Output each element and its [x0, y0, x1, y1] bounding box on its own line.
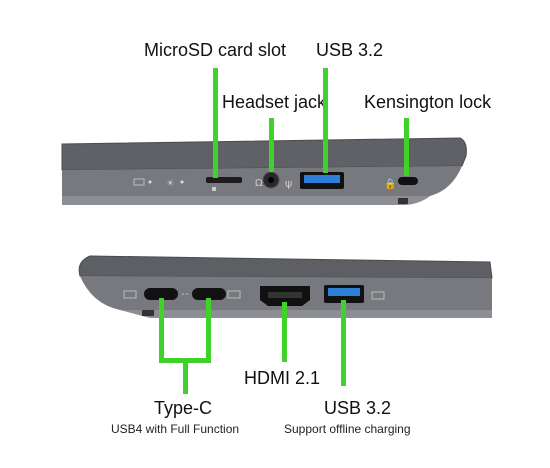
rubber-foot	[398, 198, 408, 204]
usb-top-label: USB 3.2	[316, 40, 384, 60]
headset-icon: Ω	[255, 178, 263, 189]
typec-port-1	[144, 288, 178, 300]
headset-callout-line	[269, 118, 274, 172]
led-dot	[148, 180, 152, 184]
typec-marking-icon	[123, 290, 137, 299]
microsd-marking-icon	[212, 187, 216, 191]
usb-dash-icon: ⁃⁃	[181, 290, 189, 299]
typec-callout-line-1	[159, 298, 164, 362]
typec-port-2	[192, 288, 226, 300]
rubber-foot	[142, 310, 154, 316]
lock-icon: 🔒	[384, 178, 396, 190]
usb-bottom-callout-line	[341, 300, 346, 386]
kensington-label: Kensington lock	[364, 92, 492, 112]
usb-bottom-sublabel: Support offline charging	[284, 422, 411, 436]
bottom-laptop-side: ⁃⁃	[78, 255, 493, 318]
microsd-label: MicroSD card slot	[144, 40, 287, 60]
microsd-callout-line	[213, 68, 218, 178]
battery-charge-icon	[371, 291, 385, 300]
typec-callout-stem	[183, 358, 188, 394]
top-laptop-side: ☀ Ω ψ 🔒	[61, 137, 467, 205]
kensington-slot	[398, 177, 418, 185]
headset-label: Headset jack	[222, 92, 327, 112]
hdmi-callout-line	[282, 302, 287, 362]
battery-indicator-icon	[133, 178, 145, 186]
typec-marking-icon	[227, 290, 241, 299]
typec-label: Type-C	[154, 398, 213, 418]
usb-symbol-icon: ψ	[285, 177, 292, 190]
usb-top-callout-line	[323, 68, 328, 173]
microsd-slot	[206, 177, 242, 183]
kensington-callout-line	[404, 118, 409, 176]
light-indicator-icon: ☀	[166, 179, 174, 189]
usb-bottom-label: USB 3.2	[324, 398, 392, 418]
hdmi-label: HDMI 2.1	[244, 368, 321, 388]
typec-callout-line-2	[206, 298, 211, 362]
led-dot	[180, 180, 184, 184]
typec-sublabel: USB4 with Full Function	[111, 422, 240, 436]
